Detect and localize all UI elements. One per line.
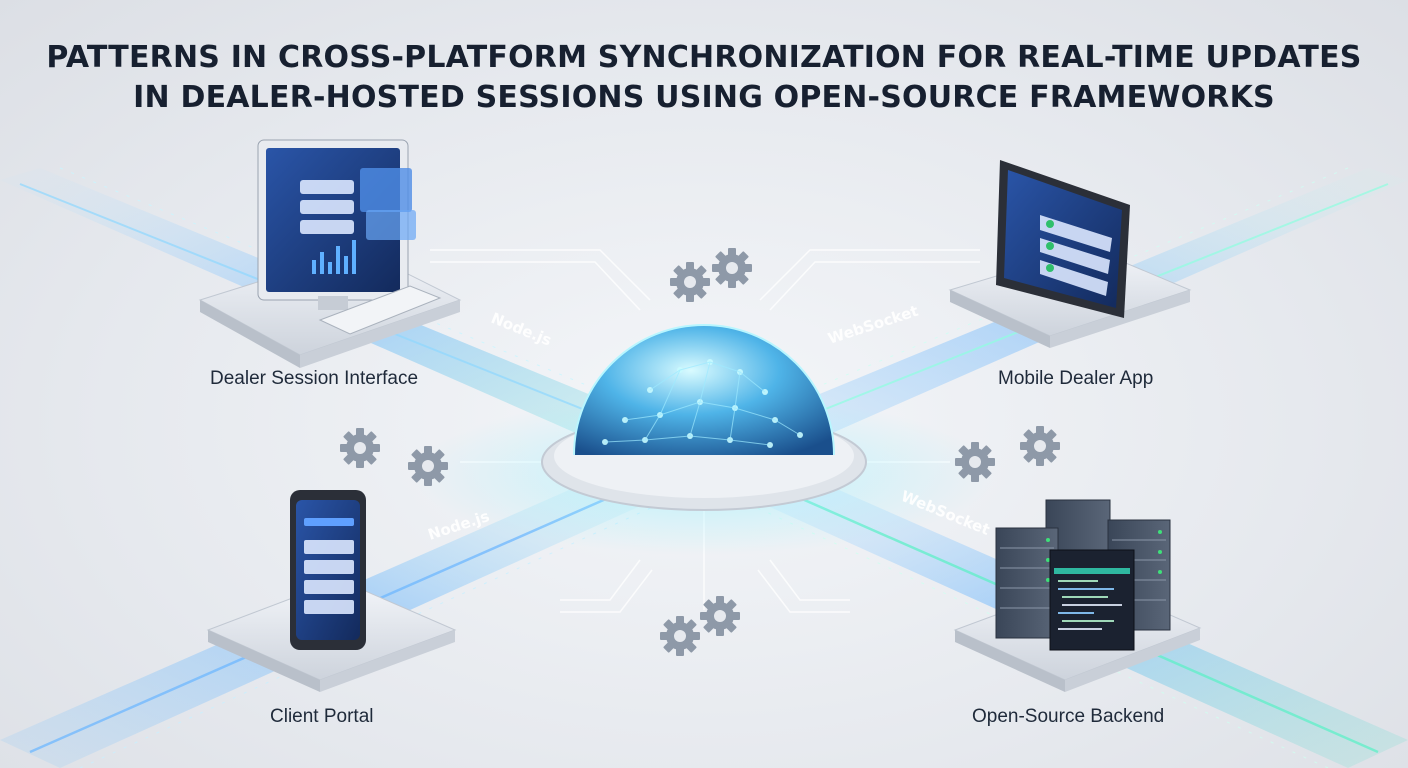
diagram-title-line-1: PATTERNS IN CROSS-PLATFORM SYNCHRONIZATI… [46,40,1362,75]
phone-device [206,490,457,692]
node-label-backend: Open-Source Backend [972,706,1165,727]
tablet-device [948,160,1192,348]
node-label-dealer-session: Dealer Session Interface [210,368,419,389]
diagram-title-line-2: IN DEALER-HOSTED SESSIONS USING OPEN-SOU… [133,80,1275,115]
node-label-client-portal: Client Portal [270,706,374,727]
protocol-label-top-right: WebSocket [826,302,921,348]
node-label-mobile-dealer: Mobile Dealer App [998,368,1154,389]
sync-hub-dome [414,324,994,555]
desktop-device [198,139,462,368]
protocol-label-top-left: Node.js [489,309,555,350]
server-rack [953,499,1202,692]
